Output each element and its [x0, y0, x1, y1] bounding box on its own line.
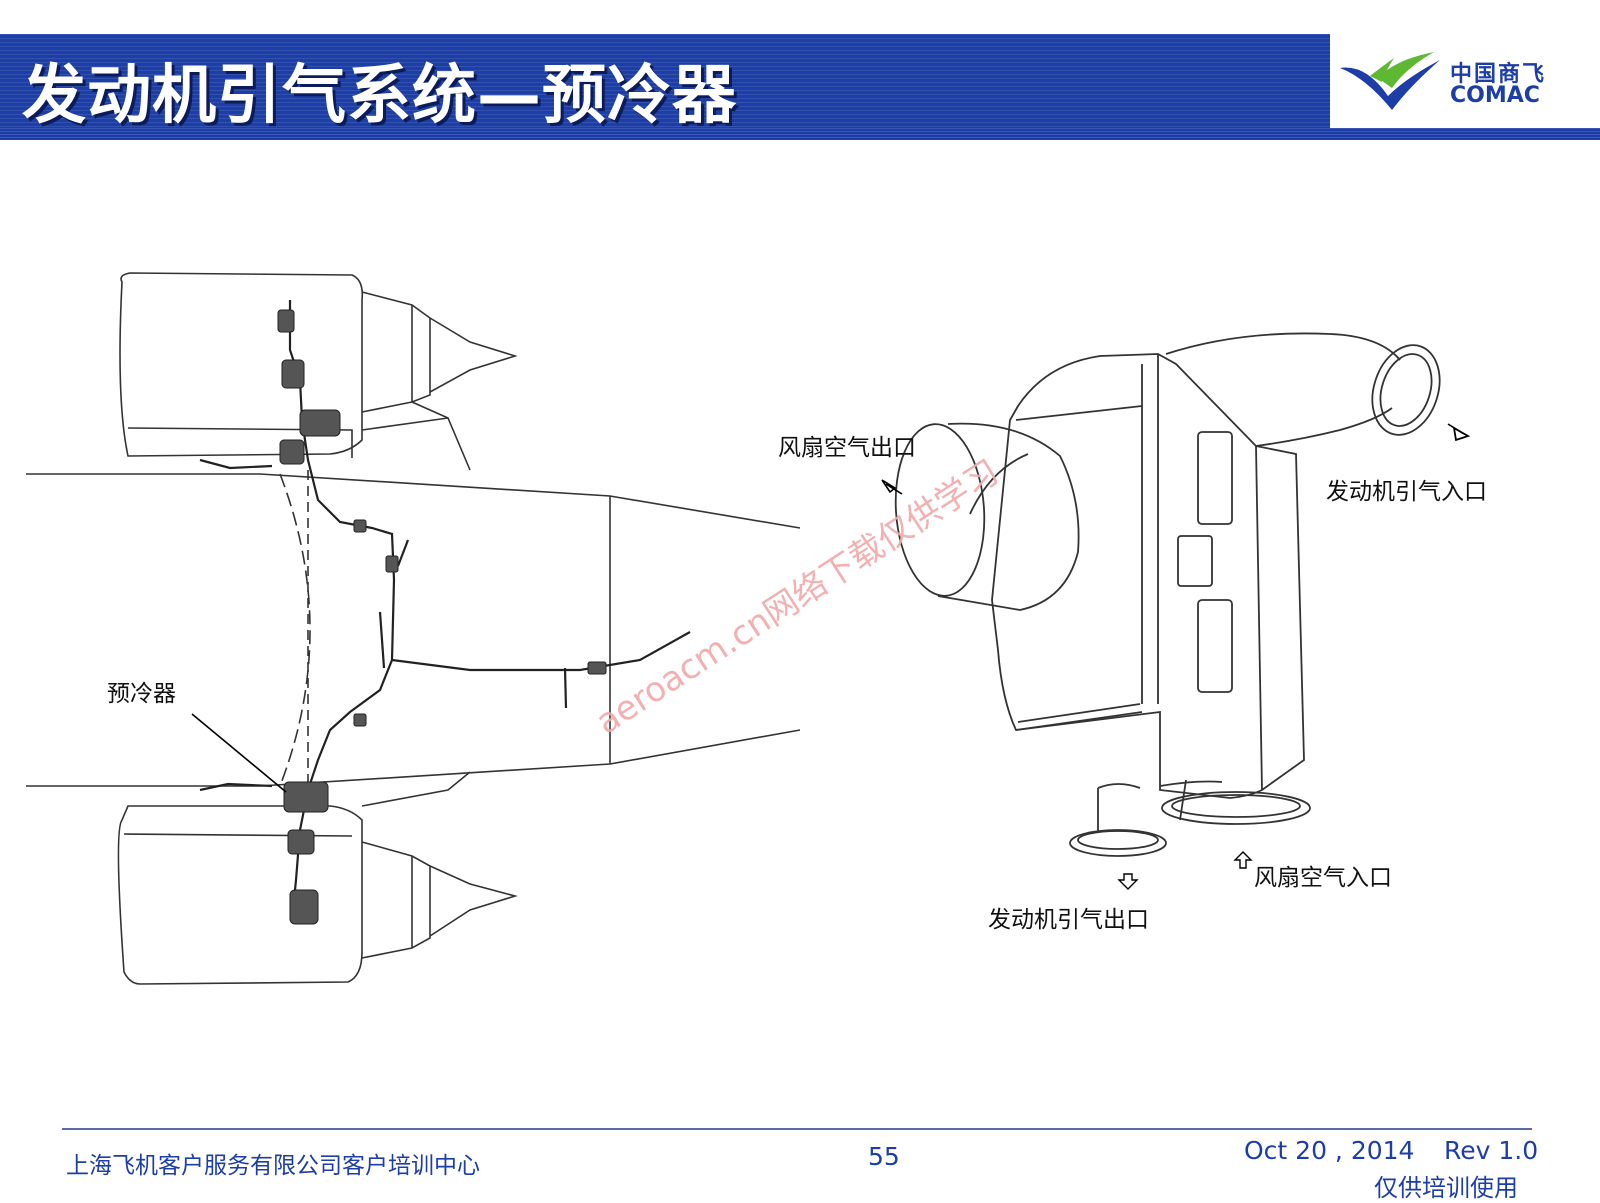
precooler-callout-label: 预冷器 — [107, 681, 176, 707]
footer-divider — [62, 1128, 1532, 1130]
comac-logo: 中国商飞 COMAC — [1336, 38, 1596, 124]
footer-revision: Rev 1.0 — [1444, 1136, 1539, 1165]
slide-title: 发动机引气系统—预冷器 — [22, 59, 737, 133]
footer-note: 仅供培训使用 — [1374, 1174, 1518, 1202]
slide-header: 发动机引气系统—预冷器 中国商飞 COMAC — [0, 34, 1600, 140]
fan-air-outlet-label: 风扇空气出口 — [778, 435, 916, 461]
logo-cn-text: 中国商飞 — [1450, 62, 1547, 87]
bleed-air-outlet-label: 发动机引气出口 — [988, 907, 1149, 933]
fan-air-inlet-label: 风扇空气入口 — [1254, 865, 1392, 891]
left-engine-schematic — [26, 272, 801, 985]
footer-organization: 上海飞机客户服务有限公司客户培训中心 — [66, 1153, 480, 1179]
comac-logo-icon — [1340, 52, 1440, 110]
title-band: 发动机引气系统—预冷器 — [0, 34, 1330, 133]
logo-en-text: COMAC — [1450, 83, 1540, 108]
bleed-air-inlet-label: 发动机引气入口 — [1326, 479, 1487, 505]
footer-page-number: 55 — [868, 1142, 900, 1171]
header-stripe — [0, 128, 1600, 140]
footer-date: Oct 20 , 2014 — [1244, 1136, 1415, 1165]
precooler-drawing — [881, 332, 1471, 890]
